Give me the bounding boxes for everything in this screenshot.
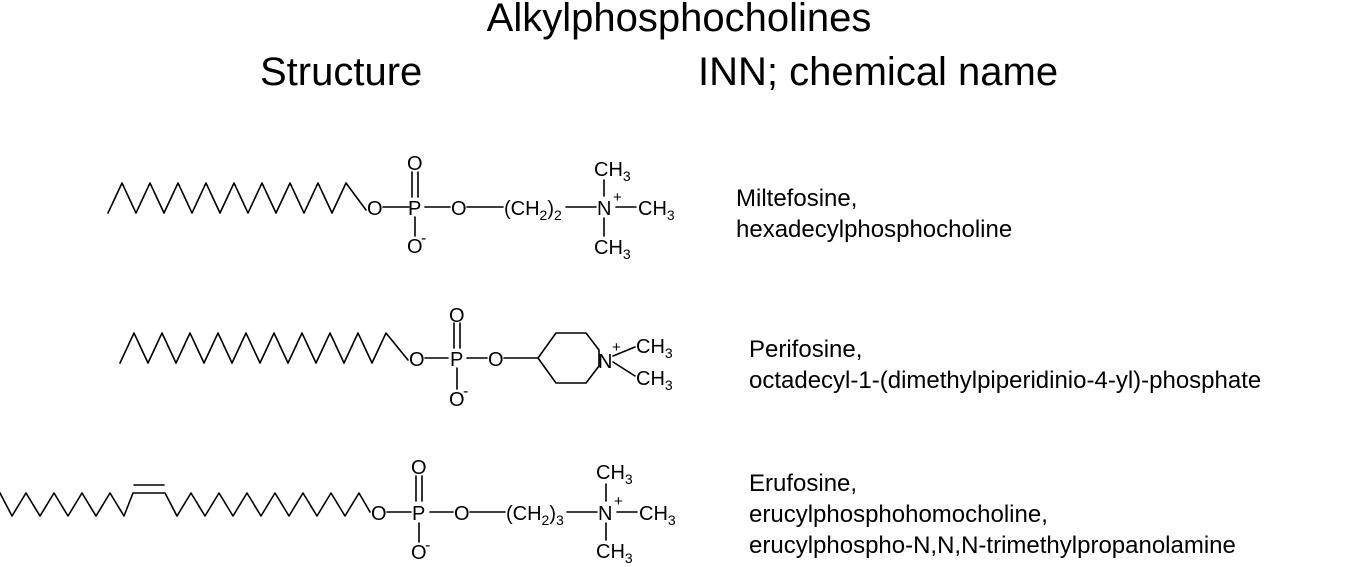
chemical-name: octadecyl-1-(dimethylpiperidinio-4-yl)-p… [749, 367, 1262, 394]
atom-o: O [451, 198, 467, 220]
methyl-right: CH3 [639, 503, 676, 528]
inn-name: Perifosine, [749, 336, 863, 363]
perifosine-alkyl-chain [119, 332, 409, 364]
atom-p: P [450, 349, 463, 371]
structure-column-header: Structure [260, 50, 423, 94]
atom-n: N [597, 198, 611, 220]
perifosine-name: Perifosine, octadecyl-1-(dimethylpiperid… [749, 334, 1261, 396]
methyl-top: CH3 [596, 462, 633, 487]
atom-o: O [454, 503, 470, 525]
atom-o-minus: O [449, 389, 465, 411]
methyl-lower: CH3 [636, 368, 673, 393]
atom-o: O [367, 198, 383, 220]
atom-o: O [371, 503, 387, 525]
atom-n: N [598, 351, 612, 373]
charge-plus: + [612, 339, 621, 356]
atom-o: O [409, 349, 425, 371]
charge-minus: - [421, 230, 426, 247]
chemical-name: erucylphospho-N,N,N-trimethylpropanolami… [749, 532, 1236, 559]
perifosine-atoms: O P O O - O N + CH3 CH3 [409, 305, 673, 411]
charge-minus: - [463, 383, 468, 400]
charge-plus: + [613, 189, 622, 206]
piperidine-ring [537, 332, 600, 384]
methyl-bottom: CH3 [596, 541, 633, 566]
page-title: Alkylphosphocholines [486, 0, 872, 40]
inn-name: Miltefosine, [736, 185, 858, 212]
erufosine-atoms: O P O O - O (CH2)3 N + CH3 CH3 CH3 [371, 457, 676, 566]
atom-p: P [412, 503, 425, 525]
miltefosine-name: Miltefosine, hexadecylphosphocholine [736, 183, 1012, 245]
charge-plus: + [614, 493, 623, 510]
atom-o-minus: O [407, 236, 423, 258]
chemical-name: erucylphosphohomocholine, [749, 501, 1048, 528]
ch2-group: (CH2)3 [506, 503, 564, 528]
erufosine-name: Erufosine, erucylphosphohomocholine, eru… [749, 468, 1236, 561]
methyl-top: CH3 [594, 159, 631, 184]
methyl-upper: CH3 [636, 336, 673, 361]
atom-n: N [598, 503, 612, 525]
atom-o-minus: O [411, 542, 427, 564]
erufosine-alkyl-chain [0, 492, 371, 517]
methyl-bottom: CH3 [594, 237, 631, 262]
methyl-right: CH3 [638, 198, 675, 223]
inn-column-header: INN; chemical name [698, 50, 1059, 94]
atom-p: P [408, 198, 421, 220]
atom-o-double: O [449, 305, 465, 327]
ch2-group: (CH2)2 [504, 198, 562, 223]
chemical-name: hexadecylphosphocholine [736, 216, 1013, 243]
atom-o-double: O [407, 153, 423, 175]
atom-o-double: O [411, 457, 427, 479]
charge-minus: - [425, 537, 430, 554]
inn-name: Erufosine, [749, 470, 858, 497]
miltefosine-atoms: O P O O - O (CH2)2 N + CH3 CH3 CH3 [367, 153, 675, 262]
atom-o: O [488, 349, 504, 371]
miltefosine-alkyl-chain [107, 182, 367, 214]
